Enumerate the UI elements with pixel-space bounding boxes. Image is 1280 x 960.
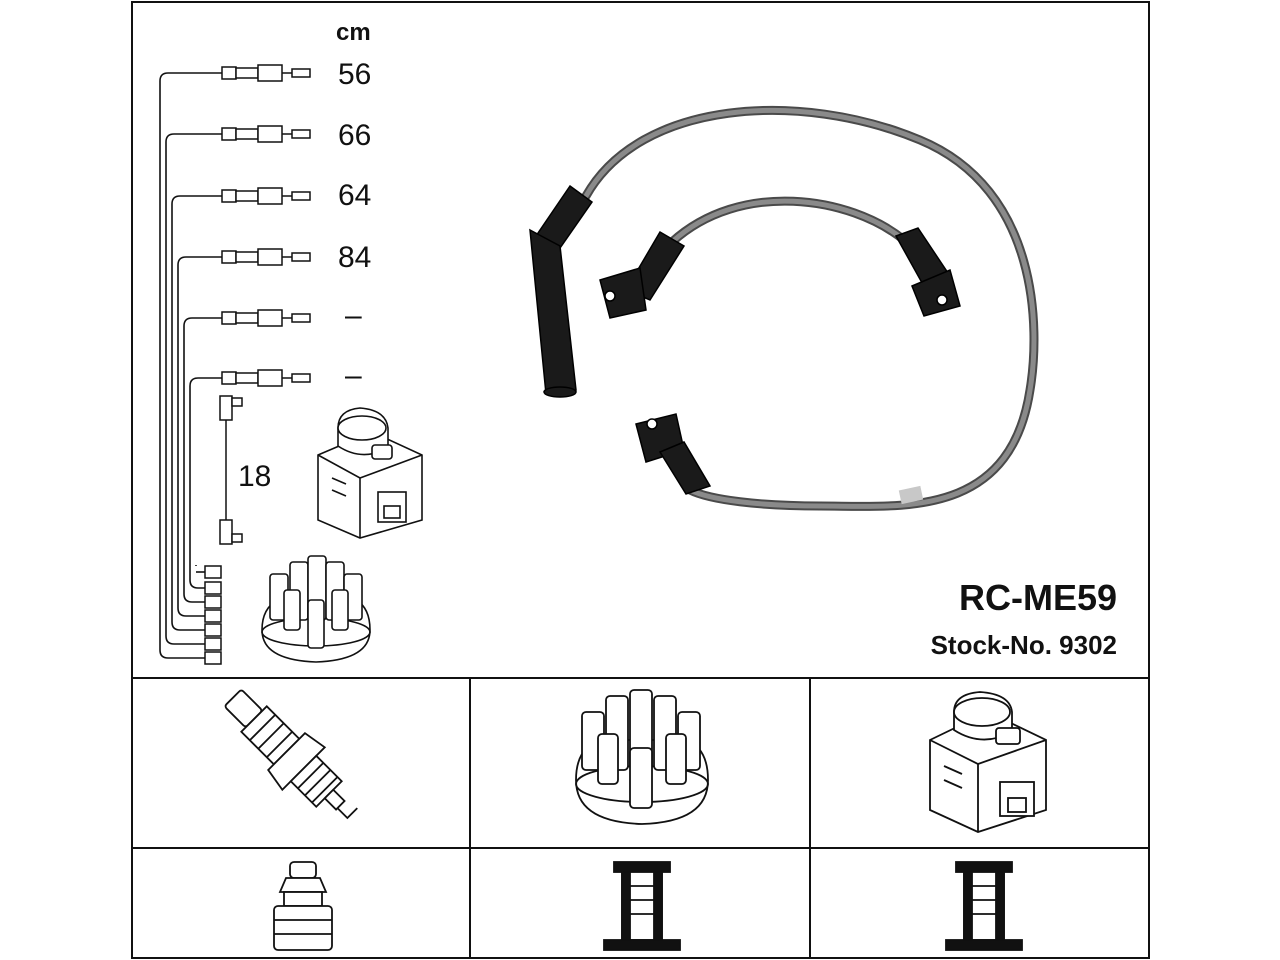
wire-length-1: 56 — [338, 58, 371, 91]
distributor-cap-small-icon — [261, 555, 371, 663]
wire-length-4: 84 — [338, 241, 371, 274]
wire-length-3: 64 — [338, 179, 371, 212]
angled-boot-3 — [635, 413, 712, 495]
wire-length-list: 56 66 64 84 – – 18 — [238, 58, 371, 493]
connector-row-6 — [221, 369, 311, 387]
cap-terminal-icon — [603, 861, 681, 951]
distributor-cap-icon — [575, 689, 709, 825]
straight-plug-boot — [529, 184, 594, 398]
coil-lead-length: 18 — [238, 460, 271, 493]
cap-end-plugs — [204, 565, 222, 665]
connector-row-2 — [221, 125, 311, 143]
connector-row-3 — [221, 187, 311, 205]
ignition-coil-icon — [929, 691, 1047, 833]
wiring-schematic — [159, 72, 222, 659]
lead-connectors — [204, 64, 311, 665]
wire-length-5: – — [345, 299, 362, 332]
ignition-coil-small-icon — [317, 407, 423, 539]
coil-terminal-icon — [945, 861, 1023, 951]
spark-plug-icon — [224, 689, 358, 820]
connector-row-1 — [221, 64, 311, 82]
plug-terminal-icon — [273, 861, 333, 951]
wire-length-2: 66 — [338, 119, 371, 152]
connector-row-4 — [221, 248, 311, 266]
model-number: RC-ME59 — [959, 577, 1117, 618]
coil-lead-symbol — [219, 395, 243, 545]
angled-boot-2 — [894, 227, 961, 317]
angled-boot-1 — [599, 230, 686, 319]
frame — [131, 1, 1150, 959]
cable-set-illustration — [529, 105, 1039, 511]
wire-length-6: – — [345, 359, 362, 392]
unit-label: cm — [336, 19, 371, 46]
connector-row-5 — [221, 309, 311, 327]
stock-number: Stock-No. 9302 — [931, 630, 1117, 660]
